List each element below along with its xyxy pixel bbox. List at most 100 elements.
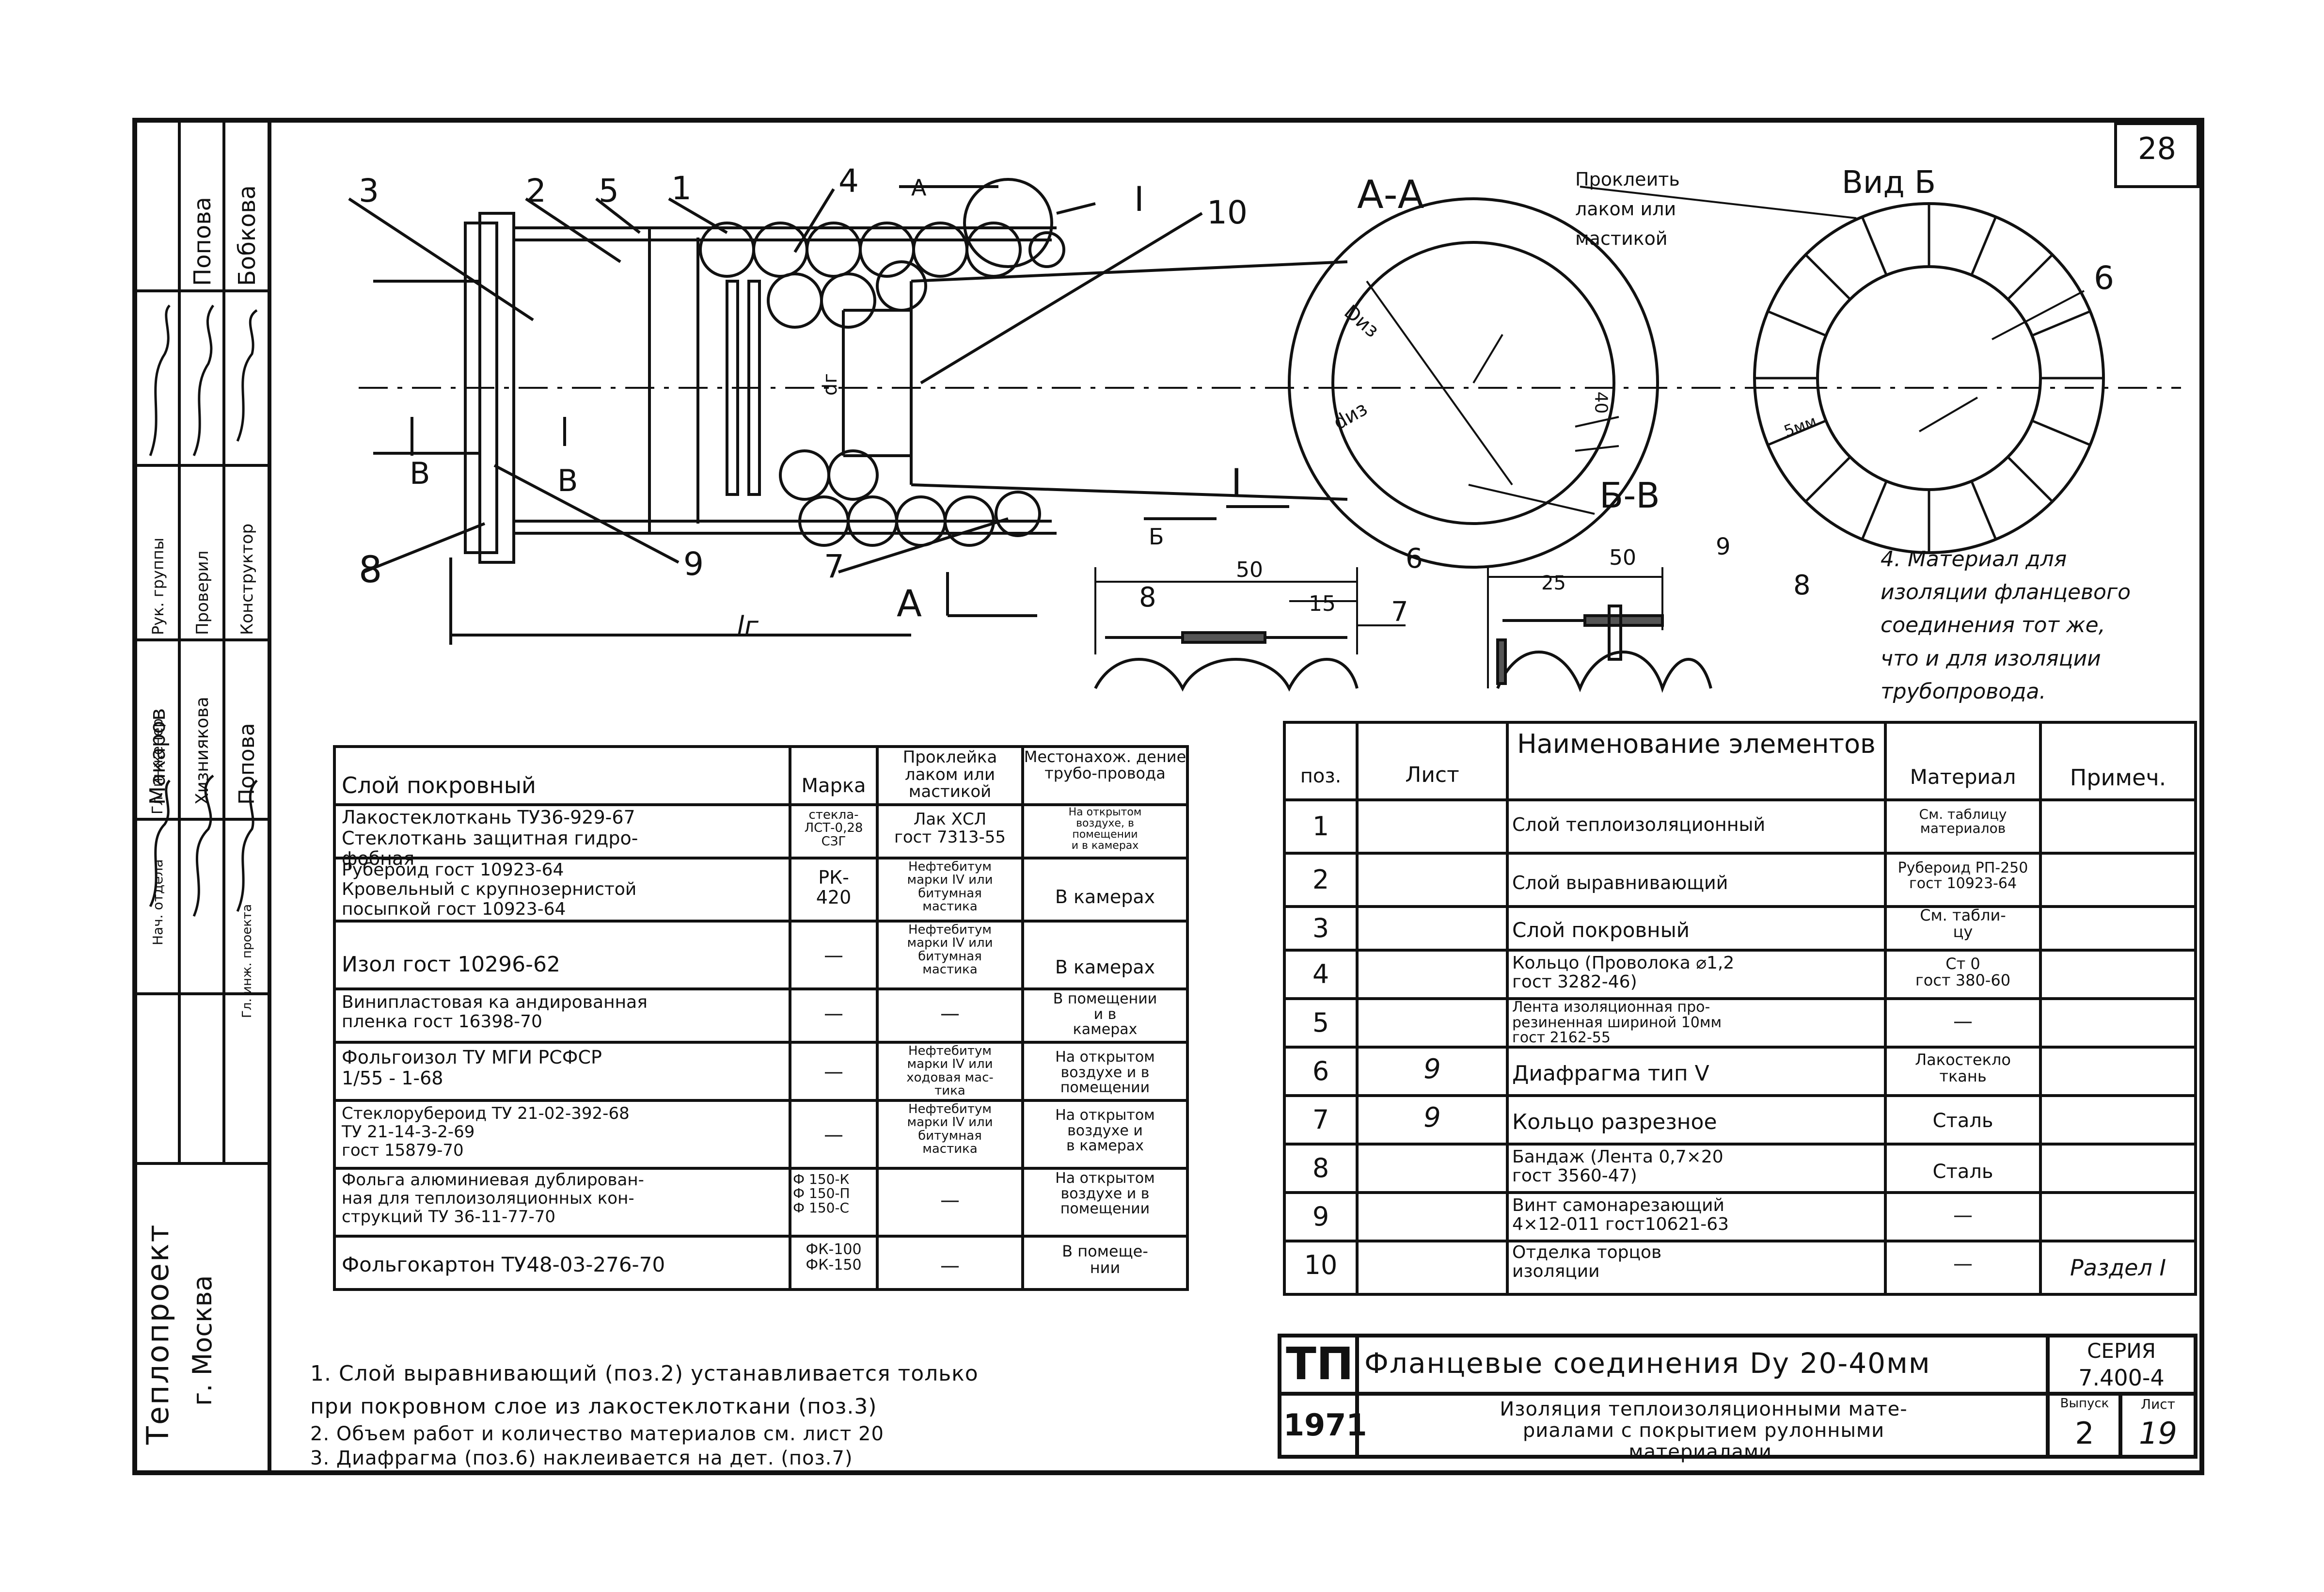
cover-row-2-layer: Рубероид гост 10923-64 Кровельный с круп… <box>342 860 637 919</box>
cover-header-location: Местонахож. дение трубо-провода <box>1024 748 1186 782</box>
spec-pos-1: 1 <box>1312 811 1329 842</box>
dim-15: 15 <box>1309 591 1336 616</box>
cover-table-grid <box>333 745 1189 1291</box>
staff-name-4: Попова <box>180 131 225 286</box>
detail-left <box>1094 567 1406 692</box>
cover-row-4-mark: — <box>824 1003 843 1025</box>
mark-I-detail: I <box>1231 461 1242 504</box>
dim-40: 40 <box>1591 391 1611 414</box>
stamp-org: Теплопроект <box>136 1163 180 1445</box>
staff-name-5: Бобкова <box>225 131 269 286</box>
cover-row-1-glue: Лак ХСЛ гост 7313-55 <box>894 810 1006 847</box>
spec-header-name: Наименование элементов <box>1517 729 1876 759</box>
staff-name: Бобкова <box>234 185 261 286</box>
sheet-border <box>132 118 2204 1475</box>
spec-pos-8: 8 <box>1312 1153 1329 1183</box>
sheet-label: Лист <box>2141 1396 2175 1412</box>
cover-header-mark: Марка <box>801 775 866 797</box>
spec-name-1: Слой теплоизоляционный <box>1512 814 1766 835</box>
spec-pos-9: 9 <box>1312 1201 1329 1232</box>
mark-B-2: В <box>557 463 578 498</box>
callout-8: 8 <box>359 548 382 591</box>
callout-5: 5 <box>599 172 619 209</box>
callout-9: 9 <box>683 545 704 583</box>
detail-callout-8-right: 8 <box>1793 570 1811 601</box>
view-bv-title: Б-В <box>1599 475 1660 516</box>
callout-1: 1 <box>671 170 692 207</box>
cover-row-7-glue: — <box>940 1189 960 1211</box>
spec-mat-2: Рубероид РП-250 гост 10923-64 <box>1897 860 2028 892</box>
sheet-number: 28 <box>2138 131 2176 166</box>
callout-7: 7 <box>824 548 844 585</box>
cover-row-8-loc: В помеще- нии <box>1062 1242 1148 1277</box>
spec-name-6: Диафрагма тип V <box>1512 1061 1709 1086</box>
spec-name-10: Отделка торцов изоляции <box>1512 1242 1662 1281</box>
spec-pos-6: 6 <box>1312 1056 1329 1086</box>
spec-name-5: Лента изоляционная про- резиненная ширин… <box>1512 999 1722 1046</box>
spec-name-2: Слой выравнивающий <box>1512 872 1728 893</box>
issue-value: 2 <box>2075 1416 2094 1451</box>
note-1: 1. Слой выравнивающий (поз.2) устанавлив… <box>310 1361 979 1419</box>
spec-pos-3: 3 <box>1312 913 1329 943</box>
logo-tp: ТП <box>1286 1338 1354 1390</box>
spec-pos-7: 7 <box>1312 1104 1329 1135</box>
callout-3: 3 <box>359 172 379 209</box>
city: г. Москва <box>187 1275 218 1406</box>
title-main: Фланцевые соединения Dу 20-40мм <box>1364 1347 1931 1380</box>
spec-mat-4: Ст 0 гост 380-60 <box>1915 955 2011 989</box>
dim-lg: lг <box>737 611 759 642</box>
cover-row-6-glue: Нефтебитум марки IV или битумная мастика <box>907 1102 993 1156</box>
cover-row-5-glue: Нефтебитум марки IV или ходовая мас- тик… <box>906 1044 994 1098</box>
dim-50-right: 50 <box>1609 545 1636 570</box>
detail-callout-9: 9 <box>1716 533 1731 560</box>
detail-callout-6: 6 <box>1406 543 1423 574</box>
dim-dg: dг <box>819 373 842 396</box>
spec-header-material: Материал <box>1910 765 2016 789</box>
pipe-longitudinal-view <box>348 178 2181 645</box>
cover-row-7-loc: На открытом воздухе и в помещении <box>1055 1170 1155 1217</box>
cover-header-layer: Слой покровный <box>342 772 536 798</box>
signatures <box>149 304 258 917</box>
mark-B-detail: Б <box>1149 524 1164 550</box>
cover-row-6-layer: Стеклорубероид ТУ 21-02-392-68 ТУ 21-14-… <box>342 1104 630 1161</box>
mark-A-top: А <box>911 175 927 201</box>
cover-row-6-loc: На открытом воздухе и в камерах <box>1055 1107 1155 1154</box>
cover-row-5-mark: — <box>824 1061 843 1083</box>
spec-mat-6: Лакостекло ткань <box>1915 1051 2011 1085</box>
dim-50-left: 50 <box>1236 557 1263 582</box>
callout-6: 6 <box>2094 259 2114 297</box>
view-b <box>1580 186 2105 554</box>
spec-name-9: Винт самонарезающий 4×12-011 гост10621-6… <box>1512 1195 1729 1234</box>
spec-name-7: Кольцо разрезное <box>1512 1110 1717 1134</box>
note-2: 2. Объем работ и количество материалов с… <box>310 1423 884 1445</box>
cover-row-5-layer: Фольгоизол ТУ МГИ РСФСР 1/55 - 1-68 <box>342 1047 602 1089</box>
spec-mat-8: Сталь <box>1932 1161 1993 1183</box>
spec-mat-1: См. таблицу материалов <box>1919 806 2007 837</box>
cover-row-2-mark: РК- 420 <box>816 867 852 908</box>
detail-right <box>1487 567 1712 693</box>
cover-header-glue: Проклейка лаком или мастикой <box>902 748 997 802</box>
view-aa-title: А-А <box>1357 172 1424 217</box>
callout-4: 4 <box>838 162 859 200</box>
note-3: 3. Диафрагма (поз.6) наклеивается на дет… <box>310 1447 853 1469</box>
issue-label: Выпуск <box>2060 1396 2109 1411</box>
sheet-number-box <box>2114 122 2199 188</box>
detail-callout-8-left: 8 <box>1139 582 1156 613</box>
callout-I: I <box>1134 179 1144 219</box>
cover-row-8-mark: ФК-100 ФК-150 <box>806 1241 862 1274</box>
stamp-city: г. Москва <box>180 1183 225 1406</box>
spec-header-note: Примеч. <box>2070 764 2166 791</box>
mark-B-1: В <box>410 456 430 491</box>
spec-pos-5: 5 <box>1312 1007 1329 1038</box>
cover-row-1-layer: Лакостеклоткань ТУ36-929-67 Стеклоткань … <box>342 807 638 870</box>
section-aa <box>1288 197 1659 569</box>
spec-mat-10: — <box>1953 1253 1973 1275</box>
cover-row-4-glue: — <box>940 1003 960 1025</box>
detail-callout-7: 7 <box>1391 596 1408 628</box>
spec-name-3: Слой покровный <box>1512 918 1690 942</box>
cover-row-6-mark: — <box>824 1124 843 1146</box>
material-note: 4. Материал для изоляции фланцевого соед… <box>1881 547 2131 704</box>
cover-row-3-loc: В камерах <box>1055 956 1155 978</box>
staff-name: Попова <box>189 197 216 286</box>
